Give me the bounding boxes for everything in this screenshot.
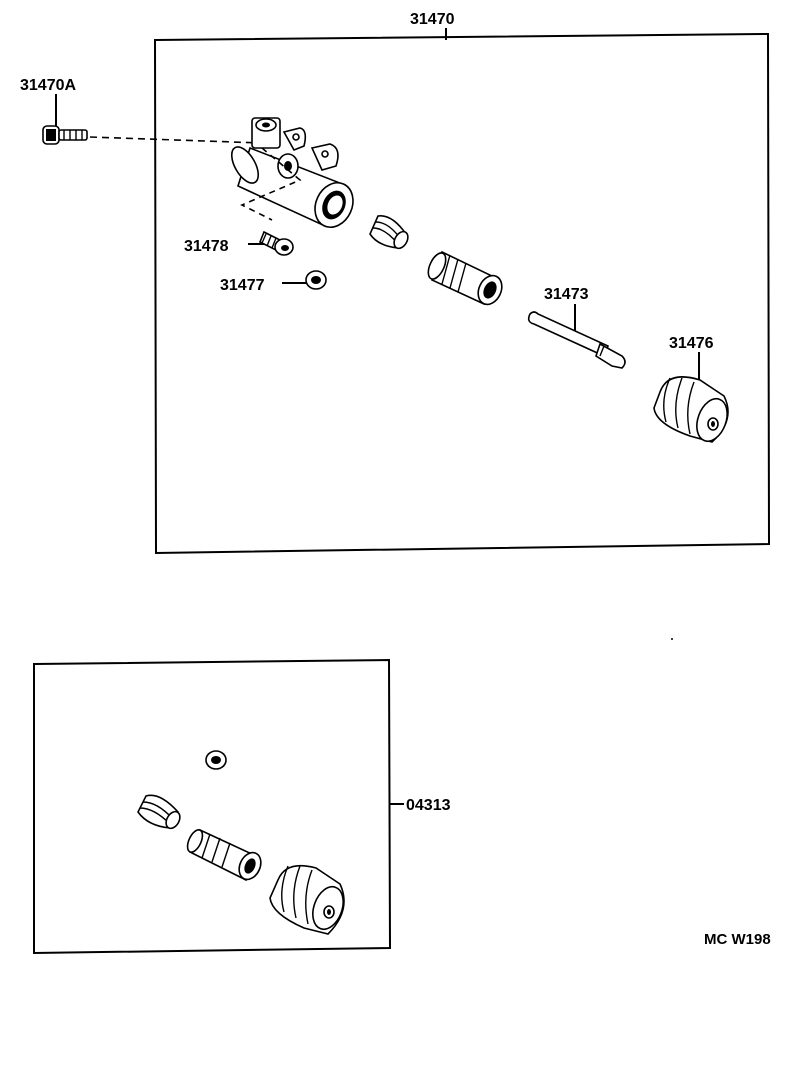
piston-icon: [427, 250, 503, 306]
bleeder-cap-icon: [305, 270, 327, 290]
label-31477: 31477: [220, 277, 265, 294]
label-31470: 31470: [410, 11, 455, 28]
union-bolt-icon: [42, 125, 88, 145]
kit-dust-boot-icon: [269, 864, 345, 935]
label-31470a: 31470A: [20, 77, 76, 94]
kit-piston-icon: [186, 828, 262, 882]
label-31473: 31473: [544, 286, 589, 303]
assembly-box: [153, 28, 771, 555]
kit-cup-seal-icon: [137, 794, 181, 830]
dashed-leader-bolt: [89, 136, 263, 144]
cup-seal-icon: [369, 215, 409, 250]
push-rod-icon: [527, 311, 626, 369]
label-31476: 31476: [669, 335, 714, 352]
label-04313: 04313: [406, 797, 451, 814]
bleeder-plug-icon: [258, 230, 294, 256]
cylinder-body-icon: [230, 117, 354, 228]
dashed-leader-bleeder: [240, 147, 302, 221]
kit-cap-icon: [205, 750, 227, 770]
stray-dot: [671, 638, 673, 640]
label-31478: 31478: [184, 238, 229, 255]
kit-box: [33, 658, 404, 955]
drawing-code: MC W198: [704, 931, 771, 948]
dust-boot-icon: [653, 376, 729, 443]
